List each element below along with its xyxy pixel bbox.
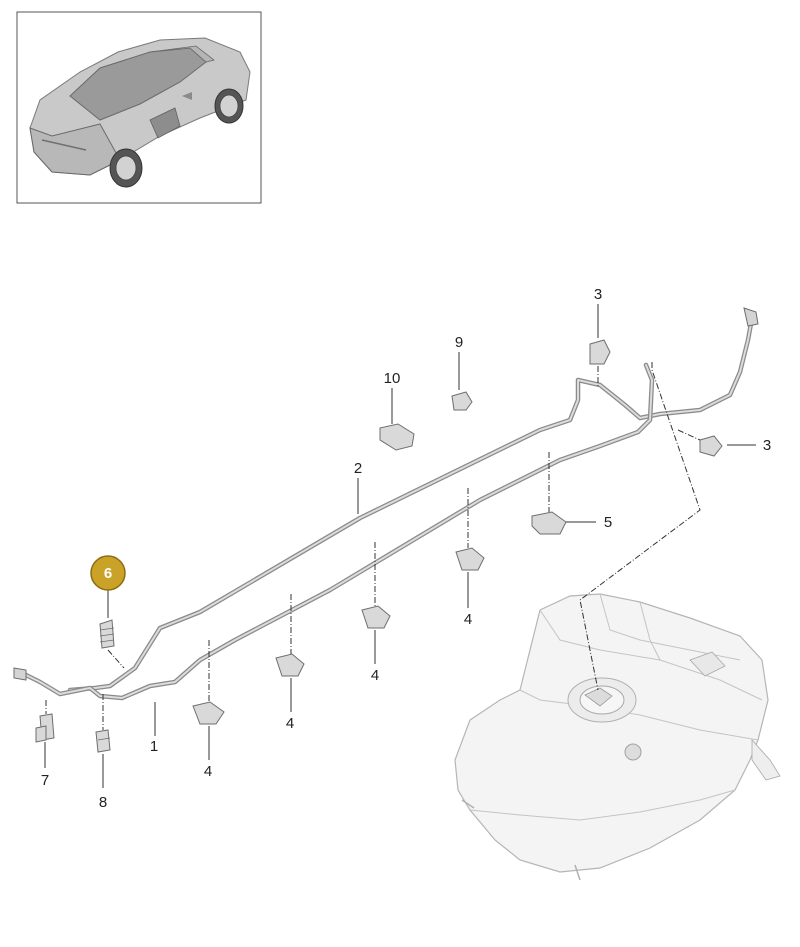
callout-6-highlight[interactable]: 6 bbox=[90, 555, 126, 591]
callouts: 3 9 10 2 3 5 4 4 4 4 1 7 8 bbox=[41, 286, 771, 811]
clip-8 bbox=[95, 729, 111, 753]
pipe-connector-left bbox=[13, 667, 27, 681]
clip-5 bbox=[531, 511, 567, 535]
callout-2: 2 bbox=[354, 460, 362, 477]
car-thumbnail-icon bbox=[29, 37, 251, 188]
car-thumbnail bbox=[16, 11, 262, 204]
callout-4-d: 4 bbox=[204, 763, 212, 780]
callout-3-top: 3 bbox=[594, 286, 602, 303]
pipe-connector-right bbox=[743, 307, 759, 327]
clip-7 bbox=[35, 713, 55, 743]
callout-5: 5 bbox=[604, 514, 612, 531]
clip-10 bbox=[379, 423, 415, 451]
callout-7: 7 bbox=[41, 772, 49, 789]
callout-9: 9 bbox=[455, 334, 463, 351]
callout-4-c: 4 bbox=[286, 715, 294, 732]
callout-10: 10 bbox=[384, 370, 401, 387]
highlight-badge bbox=[90, 555, 126, 591]
clip-9 bbox=[451, 391, 473, 411]
clip-3-right bbox=[699, 435, 723, 457]
clip-4-c bbox=[275, 653, 305, 677]
clip-3-top bbox=[589, 339, 611, 365]
fuel-line-1 bbox=[19, 362, 655, 701]
fuel-tank bbox=[454, 593, 781, 881]
clip-4-a bbox=[455, 547, 485, 571]
callout-1: 1 bbox=[150, 738, 158, 755]
callout-6: 6 bbox=[104, 565, 112, 582]
callout-4-b: 4 bbox=[371, 667, 379, 684]
leader-lines bbox=[44, 304, 756, 788]
assembly-dashed-lines bbox=[45, 362, 701, 730]
clip-4-b bbox=[361, 605, 391, 629]
callout-8: 8 bbox=[99, 794, 107, 811]
callout-4-a: 4 bbox=[464, 611, 472, 628]
clip-4-d bbox=[192, 701, 225, 725]
fuel-line-2 bbox=[67, 315, 755, 693]
clip-6 bbox=[99, 619, 115, 649]
callout-3-right: 3 bbox=[763, 437, 771, 454]
